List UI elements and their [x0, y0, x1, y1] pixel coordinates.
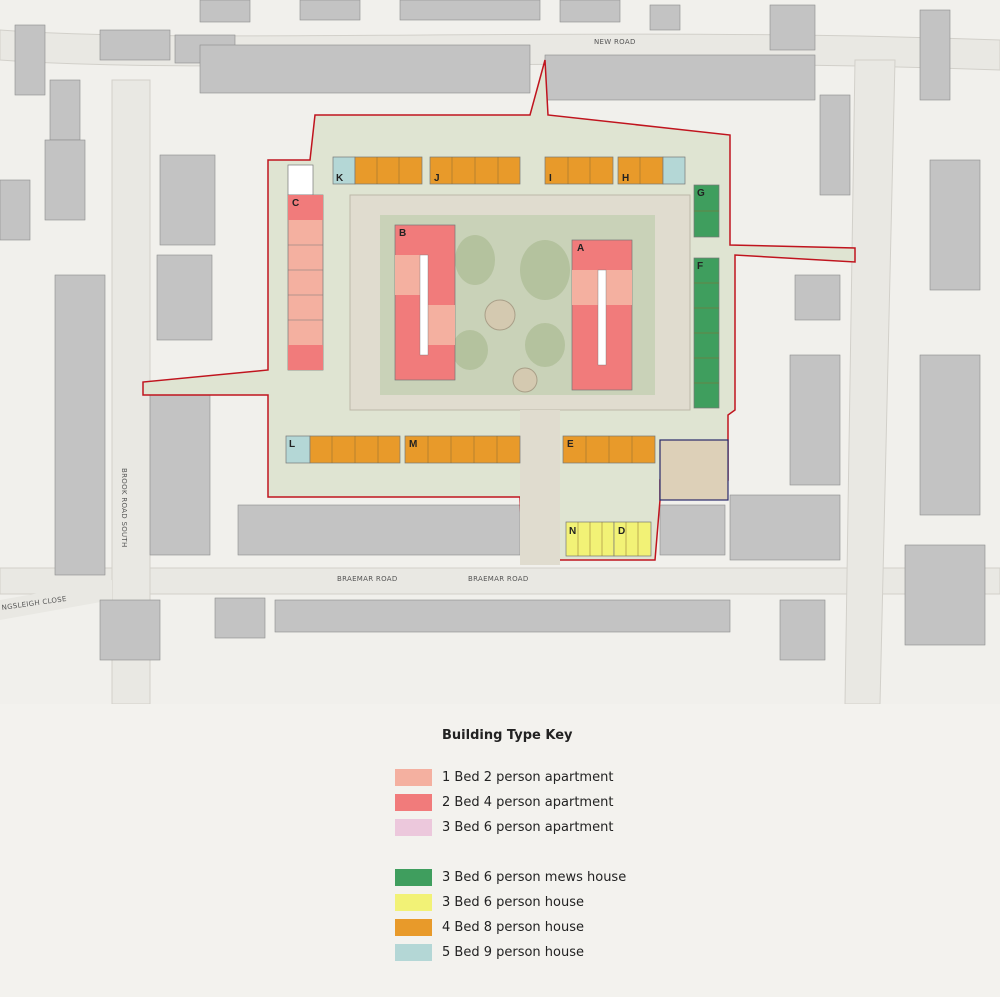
- legend-item: 2 Bed 4 person apartment: [395, 790, 795, 815]
- legend-title: Building Type Key: [442, 728, 573, 743]
- legend-list: 1 Bed 2 person apartment 2 Bed 4 person a…: [395, 765, 795, 965]
- block-label-k: K: [336, 173, 344, 184]
- building-type-key: Building Type Key 1 Bed 2 person apartme…: [395, 728, 795, 965]
- legend-swatch: [395, 869, 432, 886]
- block-label-f: F: [697, 261, 703, 272]
- legend-swatch: [395, 769, 432, 786]
- block-m: [404, 435, 521, 464]
- road-label-new-road: NEW ROAD: [594, 38, 636, 46]
- legend-label: 4 Bed 8 person house: [442, 920, 585, 935]
- legend-item: 5 Bed 9 person house: [395, 940, 795, 965]
- legend-item: 3 Bed 6 person mews house: [395, 865, 795, 890]
- site-plan-map: A B C D E F G H I J K L M N NEW ROAD BRA…: [0, 0, 1000, 704]
- block-labels: A B C D E F G H I J K L M N: [289, 173, 705, 537]
- road-label-braemar-road-2: BRAEMAR ROAD: [468, 575, 529, 583]
- legend-swatch: [395, 819, 432, 836]
- block-l: [285, 435, 401, 464]
- legend-swatch: [395, 919, 432, 936]
- block-label-d: D: [618, 526, 625, 537]
- legend-label: 3 Bed 6 person mews house: [442, 870, 627, 885]
- block-label-n: N: [569, 526, 576, 537]
- legend-item: 4 Bed 8 person house: [395, 915, 795, 940]
- block-c: [287, 164, 324, 371]
- block-i: [544, 156, 614, 185]
- block-label-a: A: [577, 243, 584, 254]
- block-b: [394, 224, 456, 381]
- legend-item: 3 Bed 6 person apartment: [395, 815, 795, 840]
- road-label-brook-road-south: BROOK ROAD SOUTH: [120, 468, 128, 548]
- house-divisions: [331, 157, 719, 556]
- legend-swatch: [395, 794, 432, 811]
- block-label-m: M: [409, 439, 417, 450]
- legend-label: 3 Bed 6 person house: [442, 895, 585, 910]
- block-label-g: G: [697, 188, 705, 199]
- block-d: [613, 521, 652, 557]
- legend-swatch: [395, 944, 432, 961]
- legend-item: 3 Bed 6 person house: [395, 890, 795, 915]
- block-k: [332, 156, 423, 185]
- legend-label: 2 Bed 4 person apartment: [442, 795, 614, 810]
- legend-label: 5 Bed 9 person house: [442, 945, 585, 960]
- existing-buildings: [0, 0, 986, 661]
- legend-label: 1 Bed 2 person apartment: [442, 770, 614, 785]
- legend-swatch: [395, 894, 432, 911]
- legend-item: 1 Bed 2 person apartment: [395, 765, 795, 790]
- block-a: [571, 239, 633, 391]
- block-label-c: C: [292, 198, 299, 209]
- block-h: [617, 156, 686, 185]
- road-label-braemar-road: BRAEMAR ROAD: [337, 575, 398, 583]
- block-label-b: B: [399, 228, 406, 239]
- block-label-i: I: [549, 173, 552, 184]
- legend-label: 3 Bed 6 person apartment: [442, 820, 614, 835]
- block-label-j: J: [434, 173, 440, 184]
- block-label-e: E: [567, 439, 574, 450]
- block-label-l: L: [289, 439, 295, 450]
- block-label-h: H: [622, 173, 629, 184]
